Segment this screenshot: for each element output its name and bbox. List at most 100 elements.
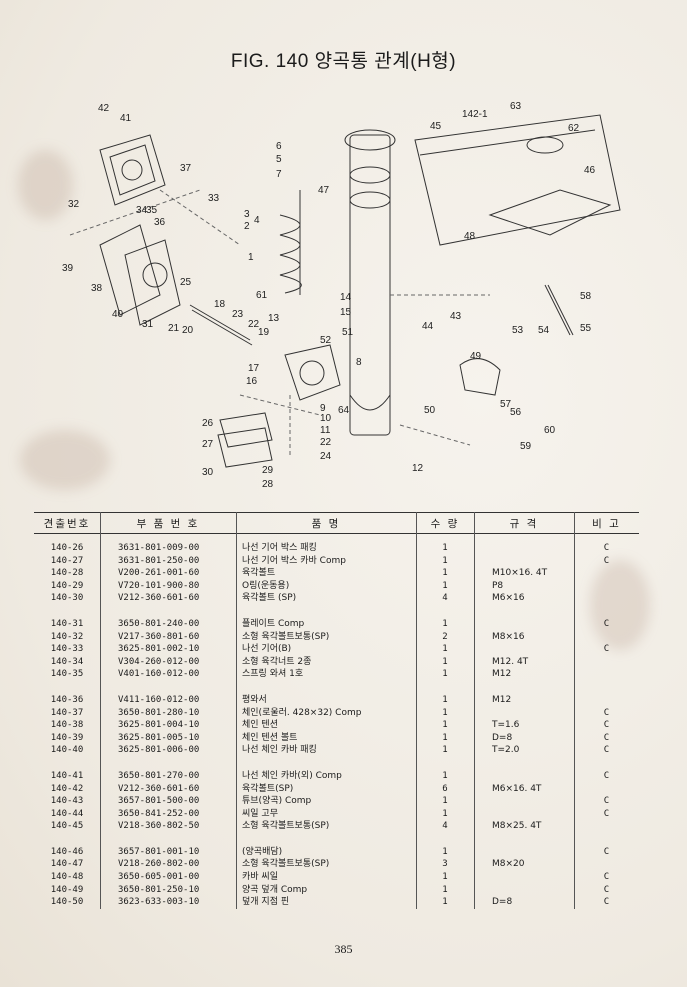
cell-spec: T=2.0	[492, 745, 520, 756]
callout-label: 26	[202, 418, 214, 429]
callout-label: 29	[262, 465, 274, 476]
cell-spec: D=8	[492, 732, 513, 743]
callout-label: 32	[68, 199, 80, 210]
callout-label: 50	[424, 405, 436, 416]
cell-quantity: 1	[442, 656, 448, 667]
cell-remarks	[574, 631, 639, 644]
cell-part-name: 카바 씨일	[242, 872, 278, 883]
cell-quantity: 1	[442, 796, 448, 807]
callout-label: 58	[580, 291, 592, 302]
callout-label: 37	[180, 163, 192, 174]
callout-label: 40	[112, 309, 124, 320]
cell-part-number: 3625-801-002-10	[118, 644, 200, 655]
cell-quantity: 2	[442, 631, 448, 642]
cell-ref-no: 140-29	[50, 580, 84, 591]
cell-quantity: 4	[442, 821, 448, 832]
cell-part-number: 3657-801-500-00	[118, 796, 200, 807]
cell-spec	[474, 871, 574, 884]
cell-quantity: 1	[442, 568, 448, 579]
header-spec: 규 격	[509, 517, 539, 530]
callout-label: 64	[338, 405, 350, 416]
cell-quantity: 1	[442, 555, 448, 566]
cell-spec	[474, 884, 574, 897]
cell-part-name: 덮개 지점 핀	[242, 897, 290, 908]
cell-part-name: 나선 기어 박스 카바 Comp	[242, 555, 346, 566]
cell-part-name: 나선 체인 카바 패킹	[242, 745, 317, 756]
callout-label: 49	[470, 351, 482, 362]
cell-ref-no: 140-31	[50, 618, 84, 629]
callout-label: 1	[248, 252, 254, 263]
callout-label: 2	[244, 221, 250, 232]
cell-part-number: 3650-605-001-00	[118, 872, 200, 883]
callout-label: 3	[244, 209, 250, 220]
cell-part-number: V212-360-601-60	[118, 783, 200, 794]
cell-ref-no: 140-36	[50, 694, 84, 705]
cell-spec	[474, 542, 574, 555]
cell-part-name: 평와서	[242, 694, 267, 705]
callout-label: 13	[268, 313, 280, 324]
cell-part-number: V212-360-601-60	[118, 593, 200, 604]
cell-spec	[474, 707, 574, 720]
callout-label: 62	[568, 123, 580, 134]
parts-diagram: 42 41 37 33 32 34 35 36 39 38 40 31 25 2…	[62, 101, 621, 490]
cell-remarks	[574, 592, 639, 605]
callout-label: 30	[202, 467, 214, 478]
cell-part-number: 3631-801-009-00	[118, 543, 200, 553]
header-part-name: 품 명	[311, 517, 341, 530]
cell-spec: M12	[492, 669, 512, 680]
header-quantity: 수 량	[430, 517, 460, 530]
callout-label: 20	[182, 325, 194, 336]
cell-part-number: V200-261-001-60	[118, 568, 200, 579]
cell-ref-no: 140-26	[50, 543, 84, 553]
cell-part-name: 소형 육각너트 2종	[242, 656, 312, 667]
cell-spec	[474, 846, 574, 859]
callout-label: 16	[246, 376, 258, 387]
cell-part-number: V720-101-900-80	[118, 580, 200, 591]
cell-part-name: 튜브(양곡) Comp	[242, 796, 312, 807]
cell-ref-no: 140-35	[50, 669, 84, 680]
callout-label: 39	[62, 263, 74, 274]
cell-part-name: 체인 텐션	[242, 720, 278, 731]
callout-label: 10	[320, 413, 332, 424]
cell-ref-no: 140-44	[50, 808, 84, 819]
cell-ref-no: 140-42	[50, 783, 84, 794]
cell-spec: M10×16. 4T	[492, 568, 548, 579]
cell-ref-no: 140-47	[50, 859, 84, 870]
callout-label: 24	[320, 451, 332, 462]
callout-label: 42	[98, 103, 110, 114]
cell-remarks	[574, 668, 639, 681]
cell-ref-no: 140-37	[50, 707, 84, 718]
cell-spec: M8×20	[492, 859, 525, 870]
cell-quantity: 1	[442, 872, 448, 883]
cell-part-number: V218-360-802-50	[118, 821, 200, 832]
header-remarks: 비 고	[592, 517, 621, 530]
cell-quantity: 1	[442, 884, 448, 895]
cell-ref-no: 140-32	[50, 631, 84, 642]
callout-label: 34	[136, 205, 148, 216]
callout-label: 22	[248, 319, 260, 330]
callout-label: 51	[342, 327, 354, 338]
cell-part-name: 플레이트 Comp	[242, 618, 305, 629]
cell-spec: M12	[492, 694, 512, 705]
callout-label: 38	[91, 283, 103, 294]
cell-part-number: 3625-801-004-10	[118, 720, 200, 731]
callout-label: 27	[202, 439, 214, 450]
cell-part-number: 3650-801-270-00	[118, 770, 200, 781]
cell-quantity: 1	[442, 694, 448, 705]
cell-remarks	[574, 580, 639, 593]
cell-part-name: 나선 기어(B)	[242, 644, 292, 655]
cell-spec	[474, 770, 574, 783]
cell-quantity: 1	[442, 707, 448, 718]
cell-quantity: 1	[442, 669, 448, 680]
